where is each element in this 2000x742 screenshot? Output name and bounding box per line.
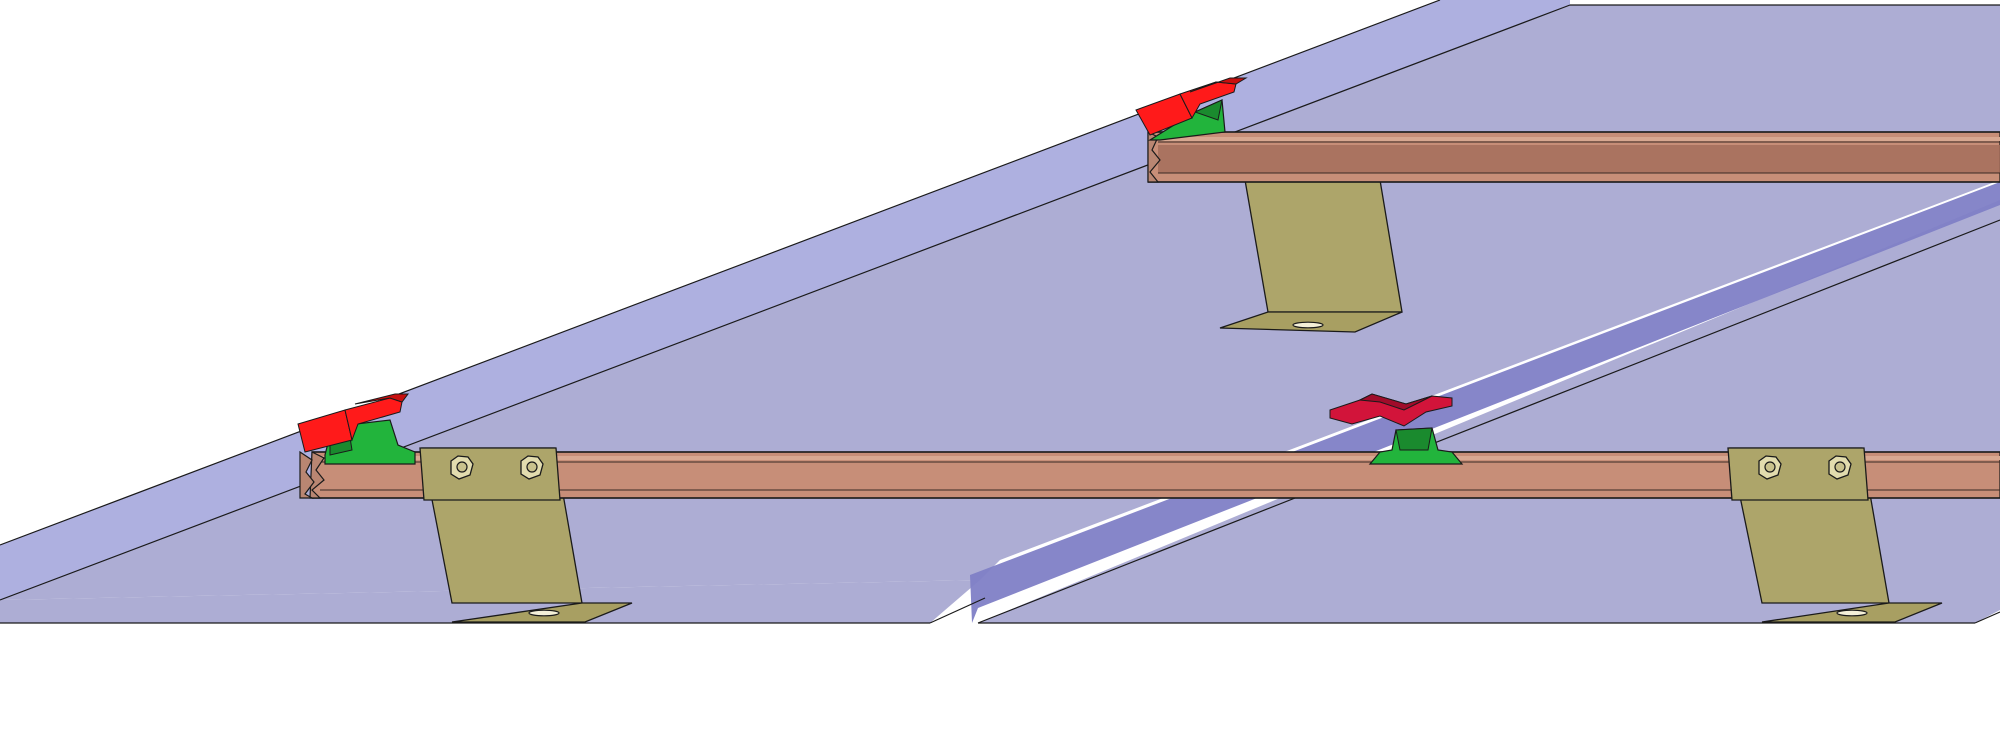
end-clamp-lower: [297, 393, 416, 499]
clamps: [297, 77, 1464, 499]
rails: [309, 131, 2000, 499]
bolt-icon: [520, 455, 544, 480]
end-clamp-upper: [1135, 77, 1248, 141]
bolt-icon: [1758, 455, 1782, 480]
panel-gap-shadow: [970, 182, 2000, 623]
bracket-upper: [1219, 179, 1403, 333]
solar-panels: [0, 0, 2000, 624]
mid-clamp: [1329, 393, 1464, 465]
rail-upper: [1147, 131, 2000, 183]
bolts: [450, 455, 1852, 480]
bolt-icon: [1828, 455, 1852, 480]
bolt-icon: [450, 455, 474, 480]
rail-lower: [309, 451, 2000, 499]
